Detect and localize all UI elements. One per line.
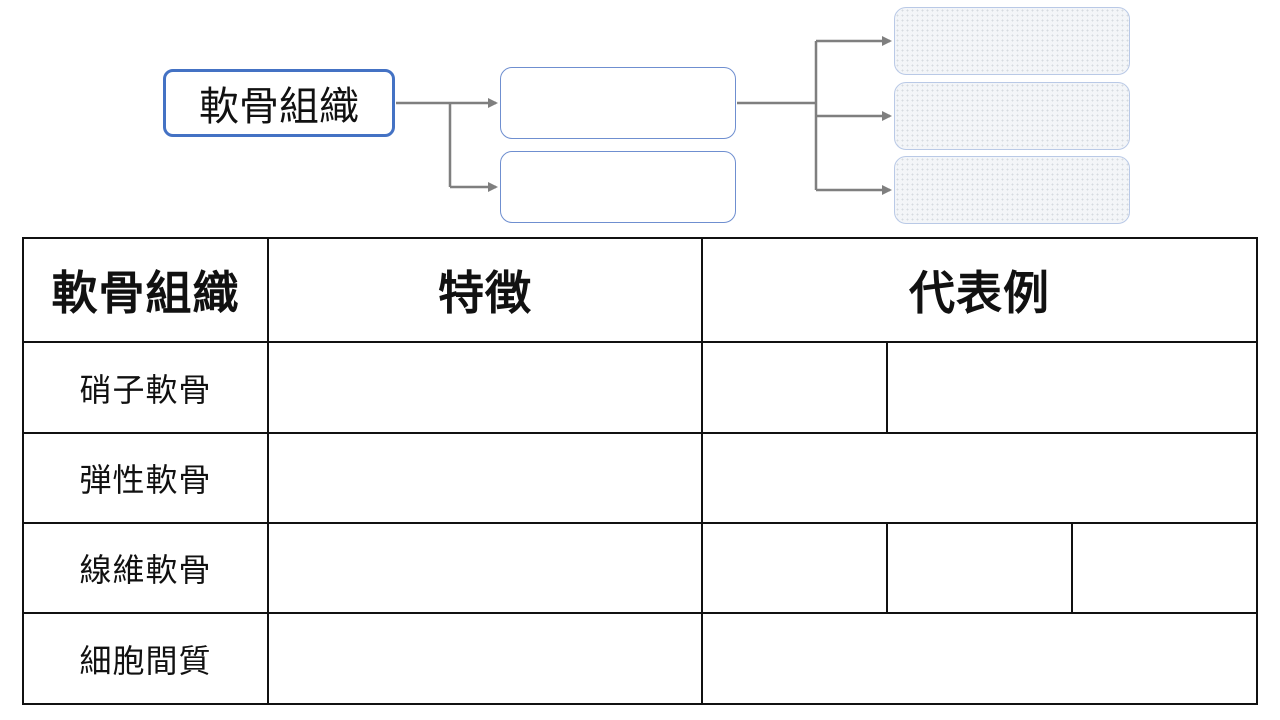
- blank-node-mid-2: [500, 151, 736, 223]
- header-tissue: 軟骨組織: [51, 266, 240, 320]
- row-label-elastic: 弾性軟骨: [79, 461, 212, 499]
- column-divider: [267, 239, 269, 703]
- root-node: 軟骨組織: [163, 69, 395, 137]
- example-subdivider: [886, 341, 888, 432]
- worksheet-table: 軟骨組織 特徴 代表例 硝子軟骨 弾性軟骨 線維軟骨 細胞間質: [22, 237, 1258, 705]
- row-divider: [24, 432, 1256, 434]
- row-label-matrix: 細胞間質: [79, 641, 212, 680]
- blank-node-leaf-3: [894, 156, 1130, 224]
- row-divider: [24, 612, 1256, 614]
- blank-node-mid-1: [500, 67, 736, 139]
- row-label-hyaline: 硝子軟骨: [79, 370, 212, 409]
- branch-connector: [737, 36, 892, 195]
- column-divider: [701, 239, 703, 703]
- blank-node-leaf-2: [894, 82, 1130, 150]
- blank-node-leaf-1: [894, 7, 1130, 75]
- row-label-fibrous: 線維軟骨: [79, 551, 212, 589]
- header-features: 特徴: [438, 266, 532, 320]
- row-divider: [24, 522, 1256, 524]
- example-subdivider: [886, 522, 888, 612]
- header-examples: 代表例: [909, 266, 1050, 320]
- diagram-connectors: [396, 36, 892, 195]
- classification-diagram: 軟骨組織: [0, 0, 1280, 230]
- root-connector: [396, 98, 498, 192]
- header-divider: [24, 341, 1256, 343]
- example-subdivider: [1071, 522, 1073, 612]
